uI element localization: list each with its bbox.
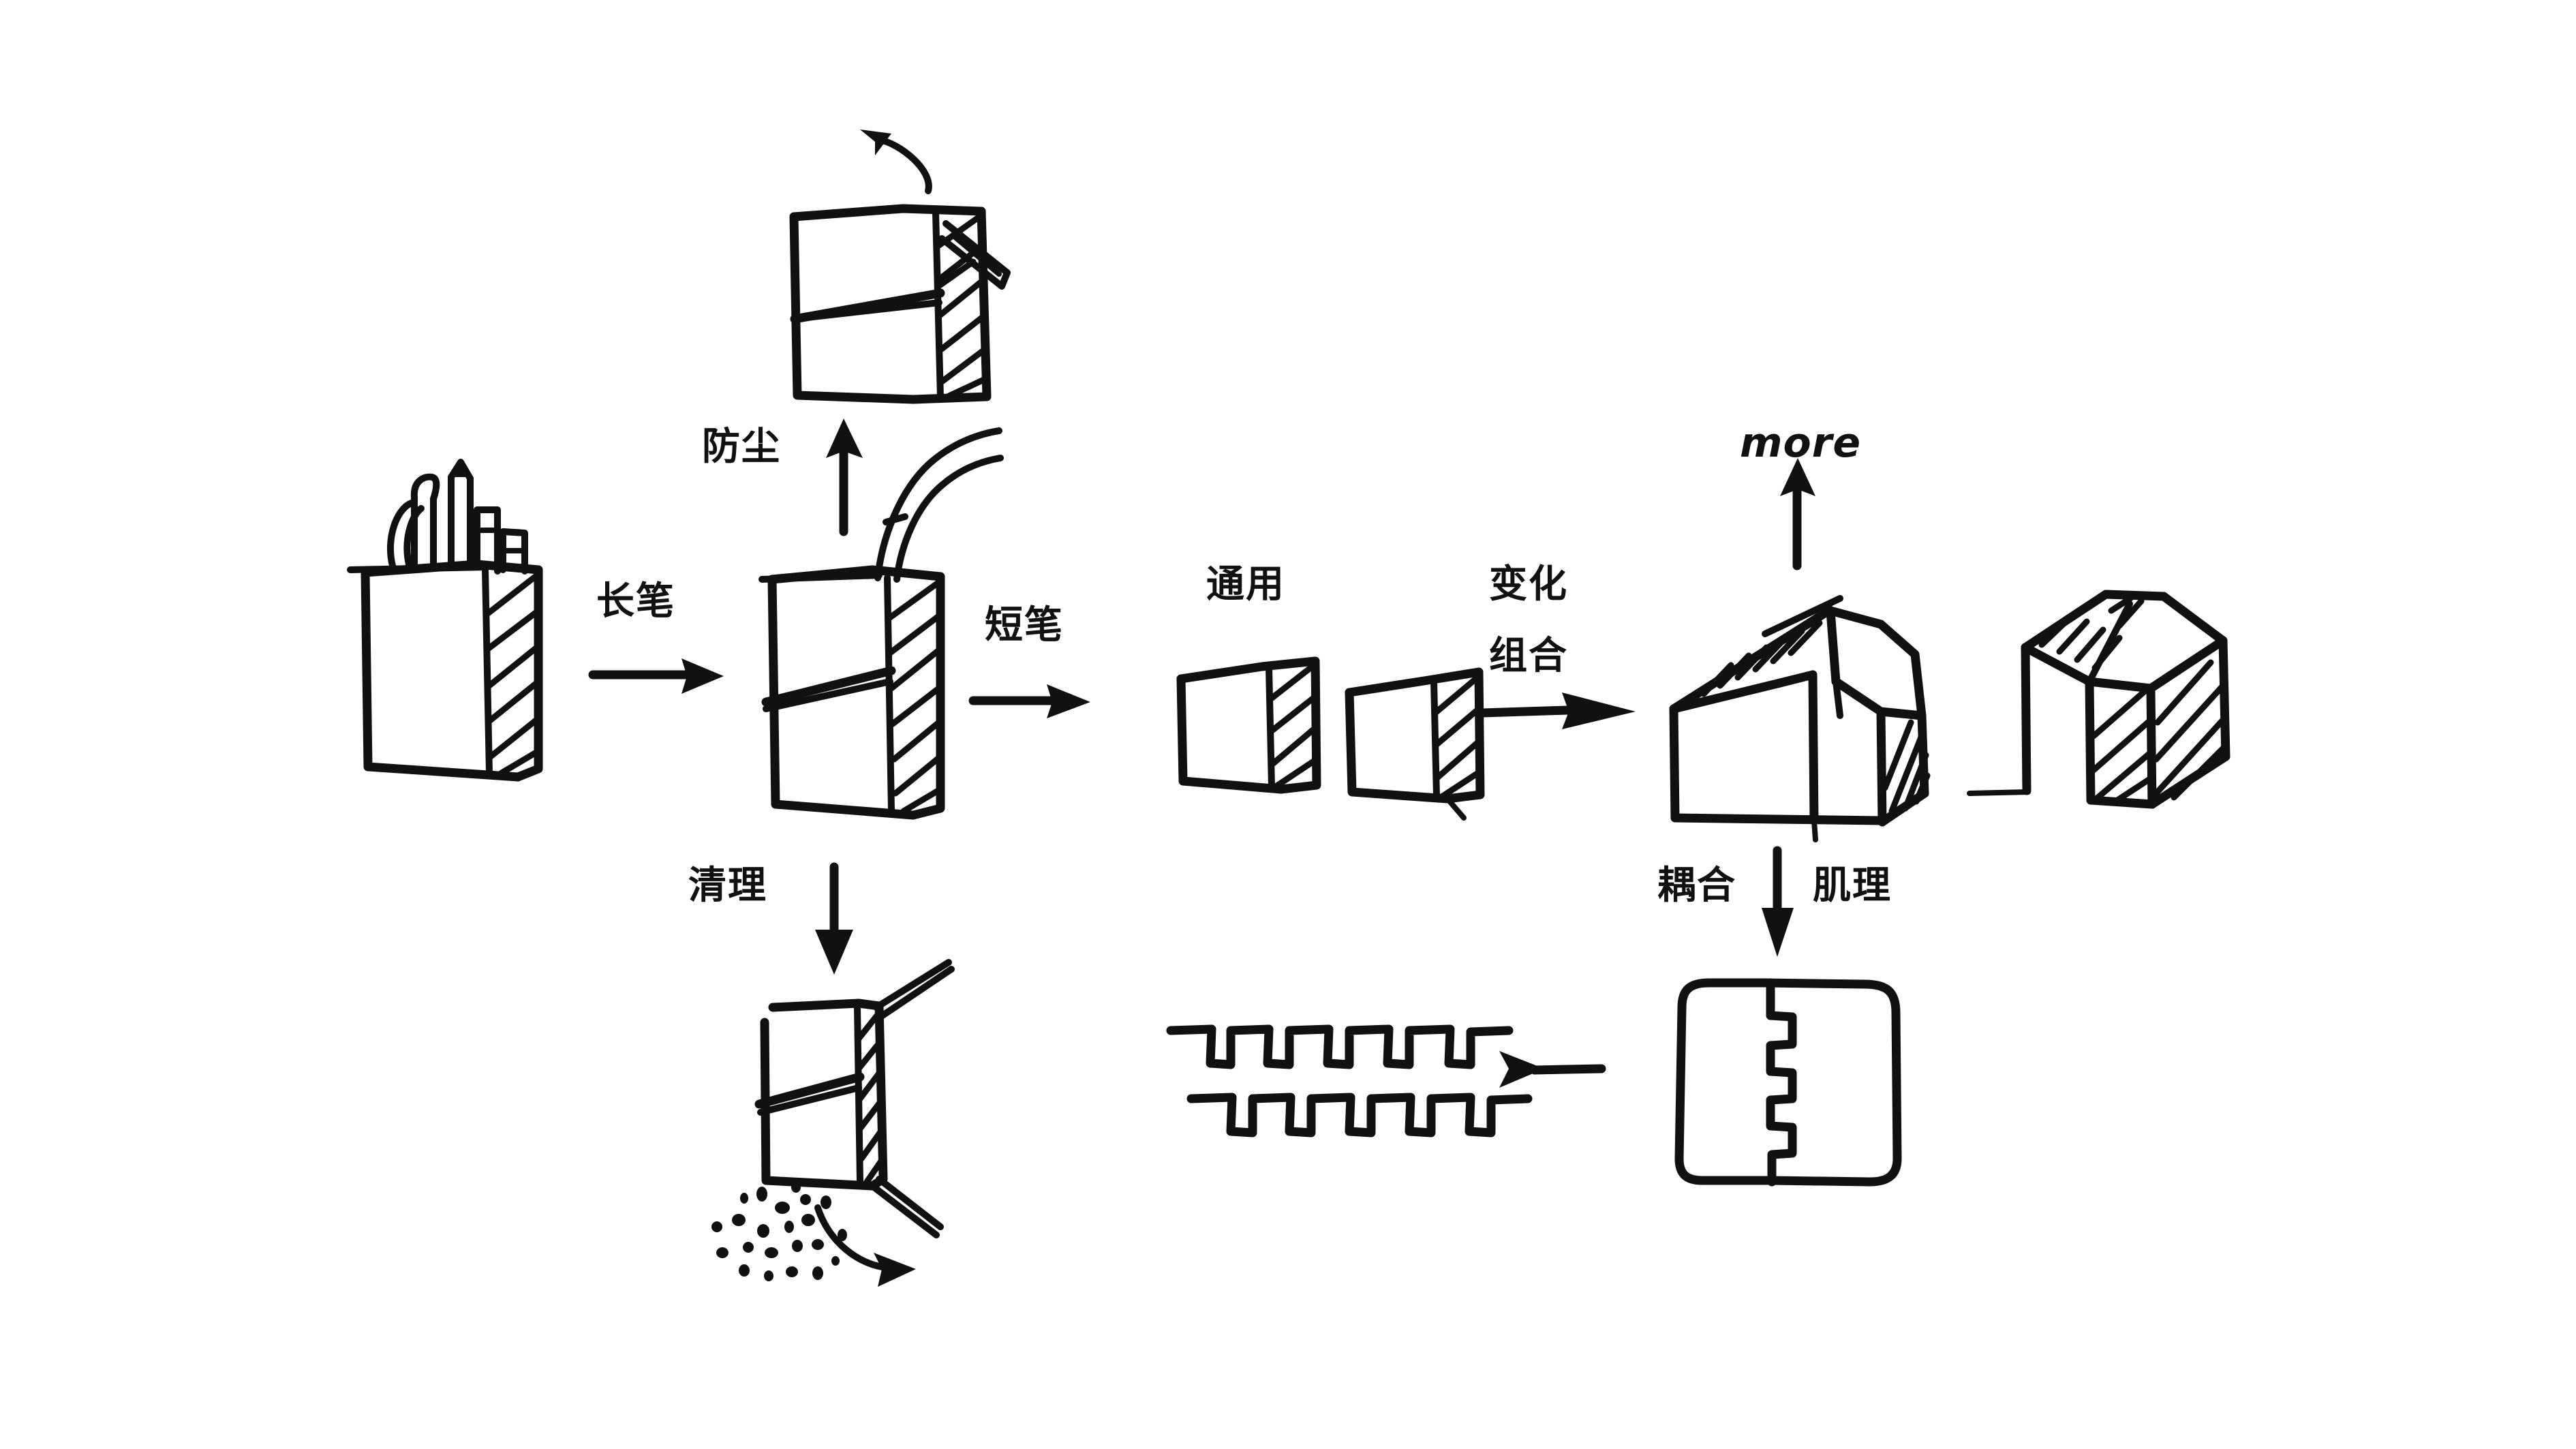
step-tent-combo bbox=[1669, 458, 1931, 842]
step-open-box bbox=[1967, 590, 2230, 809]
hatching-box-front bbox=[2090, 685, 2154, 805]
arrow-clean bbox=[815, 862, 853, 975]
hatching-clean-module bbox=[855, 1009, 885, 1185]
label-dustproof: 防尘 bbox=[702, 425, 781, 469]
hatching-tent-left bbox=[1700, 620, 1823, 697]
hatching-tall-module bbox=[887, 579, 944, 814]
arrow-couple bbox=[1762, 846, 1794, 957]
step-zigzag-teeth bbox=[1166, 1024, 1606, 1138]
label-more: more bbox=[1740, 419, 1862, 467]
hatching-box-right bbox=[2153, 659, 2229, 801]
step-lid-open bbox=[789, 129, 1011, 404]
hatching-tray-b bbox=[1432, 674, 1484, 801]
step-clean-module bbox=[711, 959, 955, 1287]
arrow-combine bbox=[1477, 692, 1636, 729]
hatching-tray-a bbox=[1267, 662, 1320, 790]
step-tall-module bbox=[758, 418, 1004, 820]
arrow-long-pen bbox=[588, 658, 724, 694]
hatching-pen-cup bbox=[485, 572, 542, 776]
hatching-lid-open bbox=[936, 212, 989, 401]
label-long-pen: 长笔 bbox=[596, 579, 675, 624]
step-short-trays bbox=[1176, 656, 1485, 821]
hatching-box-lip bbox=[2038, 595, 2145, 671]
step-pen-cup bbox=[347, 459, 543, 782]
label-change: 变化 bbox=[1489, 562, 1568, 607]
label-universal: 通用 bbox=[1206, 562, 1285, 607]
arrow-more bbox=[1780, 458, 1815, 570]
debris-particles bbox=[711, 1182, 847, 1281]
arrow-dustproof bbox=[826, 418, 863, 536]
label-couple: 耦合 bbox=[1657, 864, 1736, 908]
step-coupled-plate bbox=[1674, 978, 1902, 1187]
hatching-tent-right bbox=[1882, 719, 1931, 814]
label-clean: 清理 bbox=[688, 864, 767, 908]
label-texture: 肌理 bbox=[1813, 864, 1892, 908]
arrow-short-pen bbox=[968, 684, 1090, 718]
label-combine: 组合 bbox=[1489, 634, 1568, 678]
label-short-pen: 短笔 bbox=[985, 603, 1064, 647]
